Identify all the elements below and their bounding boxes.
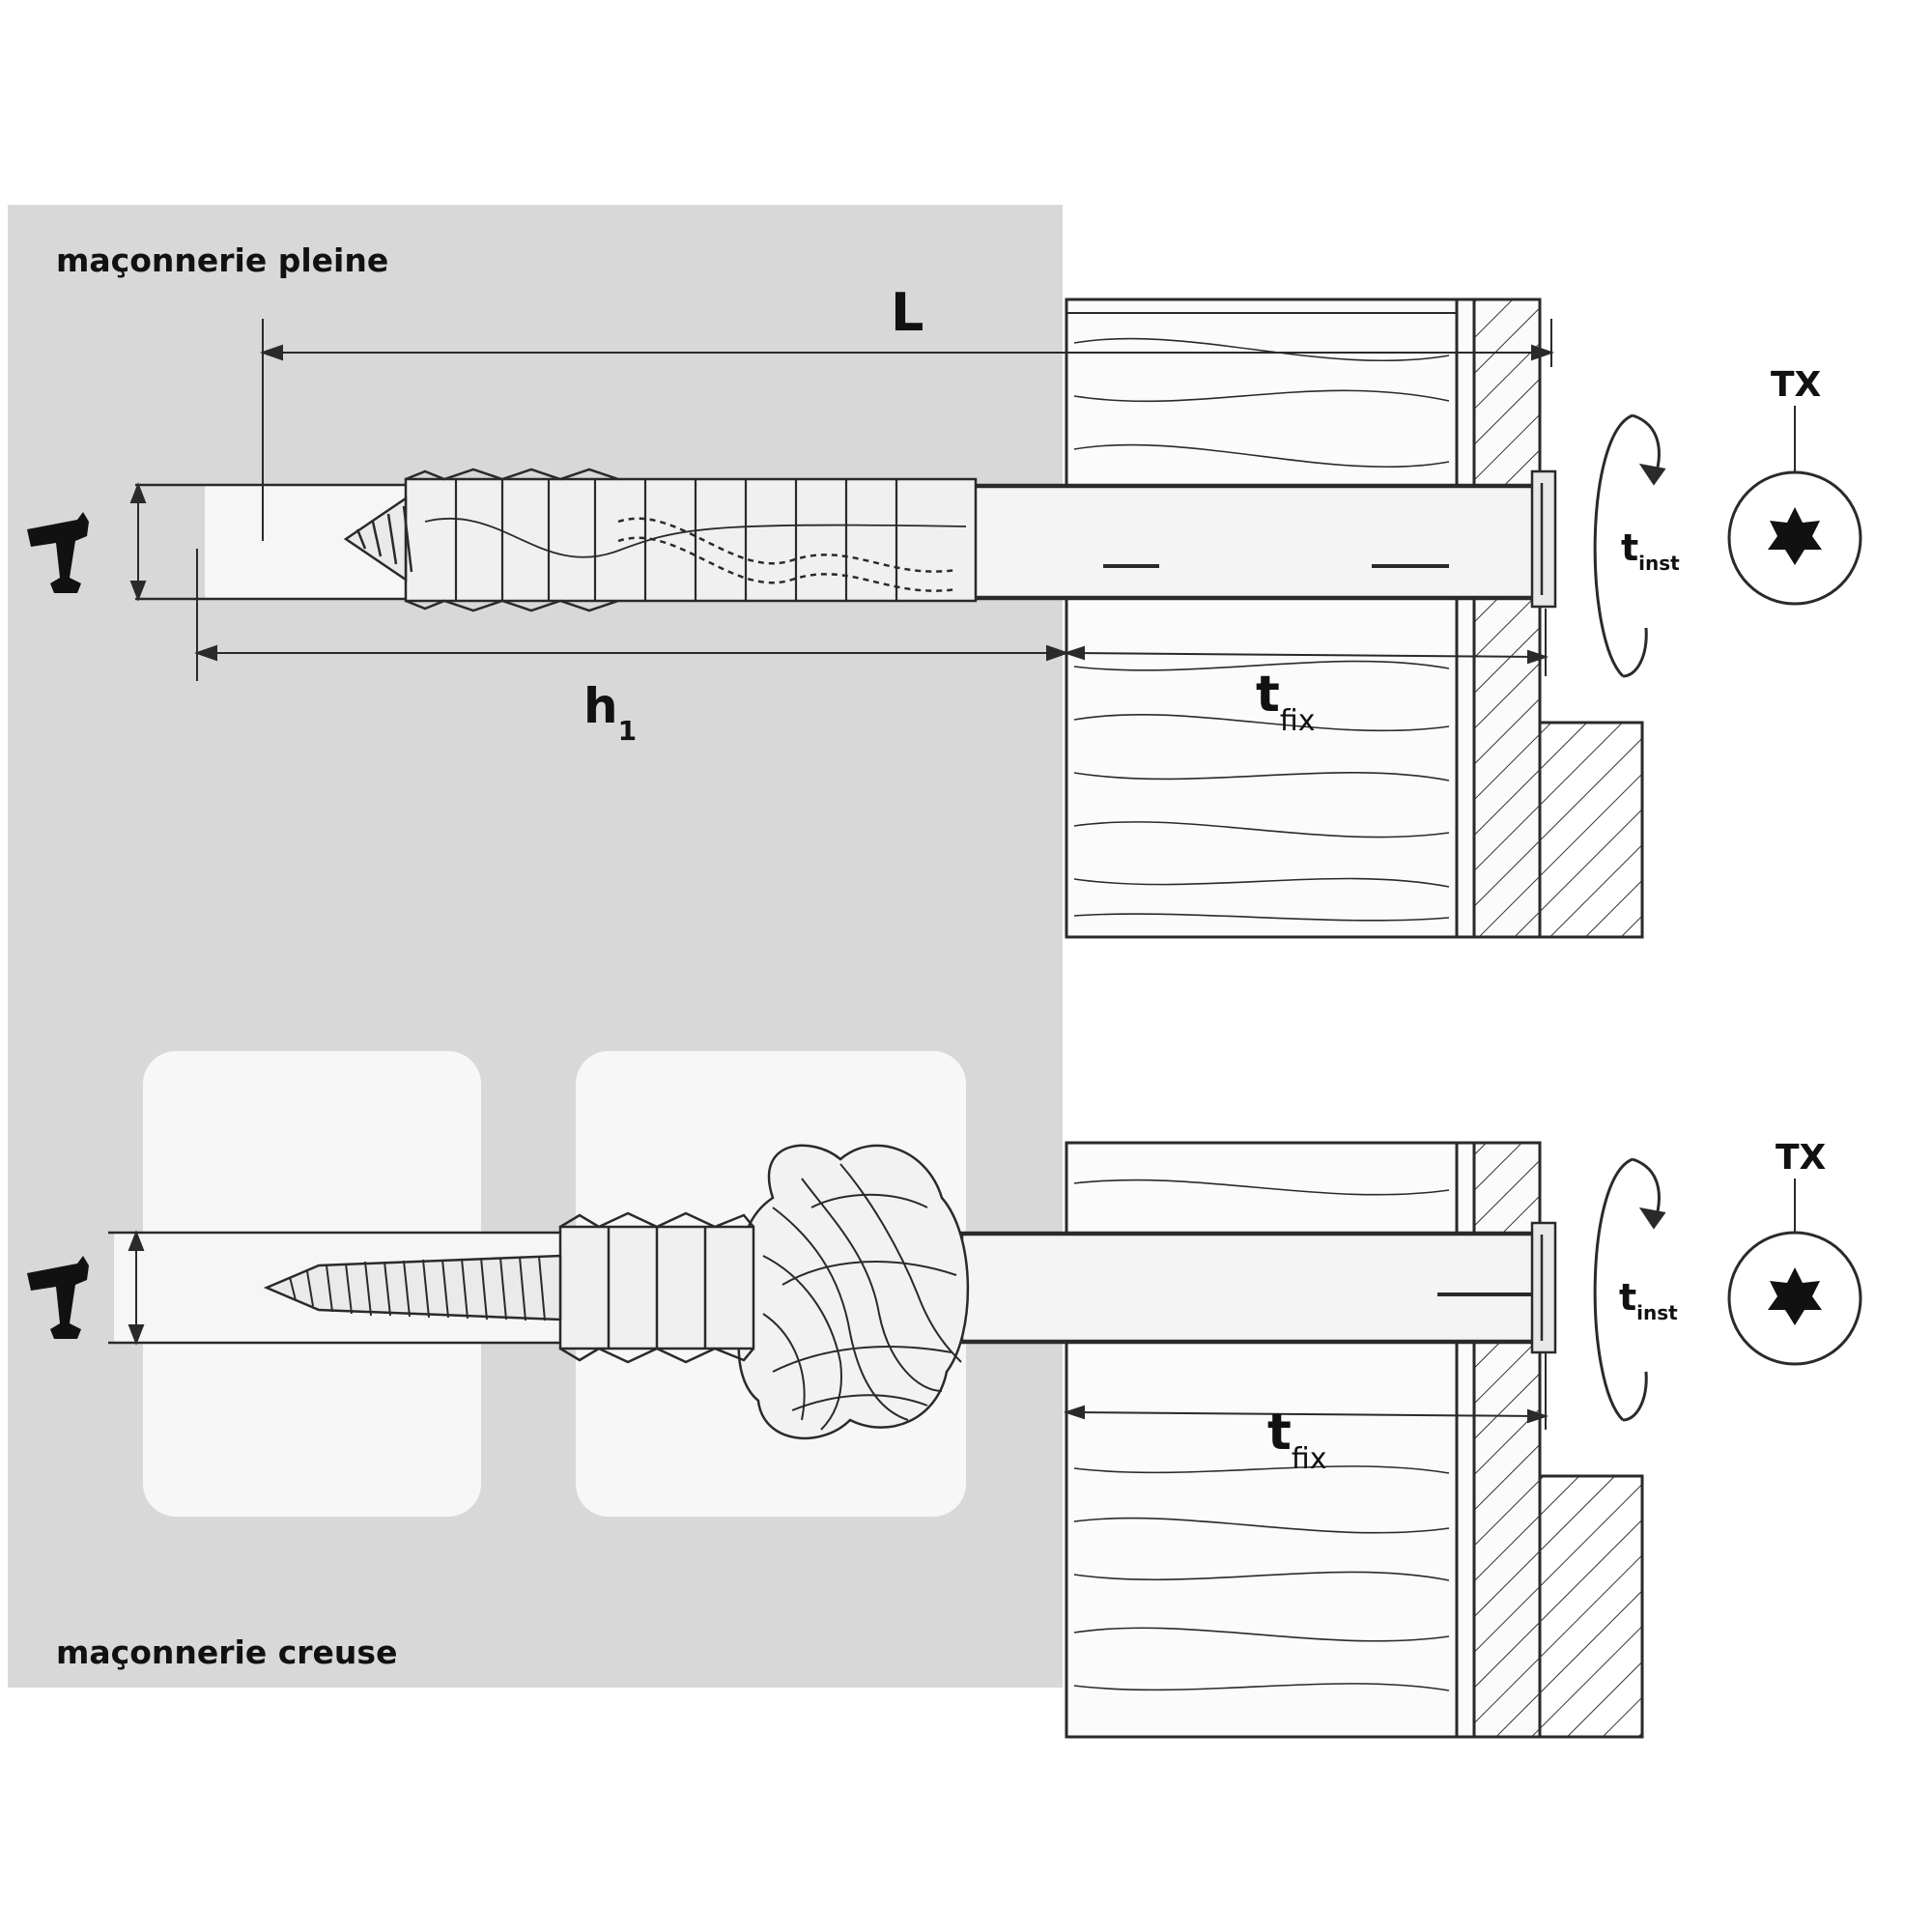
- torx-drive-icon: [1727, 470, 1862, 606]
- dimension-L: [259, 319, 1555, 541]
- tx-label-top: TX: [1771, 365, 1822, 405]
- dimension-tfix-bottom-label: tfix: [1267, 1404, 1327, 1476]
- fixture-top: [1065, 298, 1644, 939]
- diameter-marker-bottom: [128, 1230, 145, 1346]
- drill-icon: [27, 1256, 89, 1339]
- torque-label-top: tinst: [1621, 526, 1680, 575]
- dimension-h1-label: h1: [583, 678, 637, 747]
- dimension-tfix-top: [1063, 609, 1549, 676]
- dimension-tfix-bottom: [1063, 1352, 1549, 1430]
- insulation-fibres-top: [1073, 337, 1450, 922]
- tx-label-bottom: TX: [1776, 1138, 1827, 1178]
- solid-masonry-block: [8, 205, 1063, 1065]
- solid-masonry-label: maçonnerie pleine: [56, 242, 388, 279]
- diameter-marker-top: [129, 482, 147, 602]
- dimension-tfix-top-label: tfix: [1256, 666, 1316, 738]
- hollow-masonry-label: maçonnerie creuse: [56, 1634, 397, 1671]
- drill-icon: [27, 512, 89, 593]
- anchor-sleeve-bottom: [263, 1144, 1557, 1440]
- dimension-h1: [193, 549, 1070, 681]
- insulation-fibres-bottom: [1073, 1179, 1450, 1691]
- torque-label-bottom: tinst: [1619, 1276, 1678, 1324]
- dimension-L-label: L: [891, 282, 923, 343]
- torx-drive-icon: [1727, 1231, 1862, 1366]
- anchor-sleeve-top: [343, 468, 1557, 612]
- rotation-arrow-icon: [1593, 1157, 1666, 1422]
- rotation-arrow-icon: [1593, 413, 1666, 678]
